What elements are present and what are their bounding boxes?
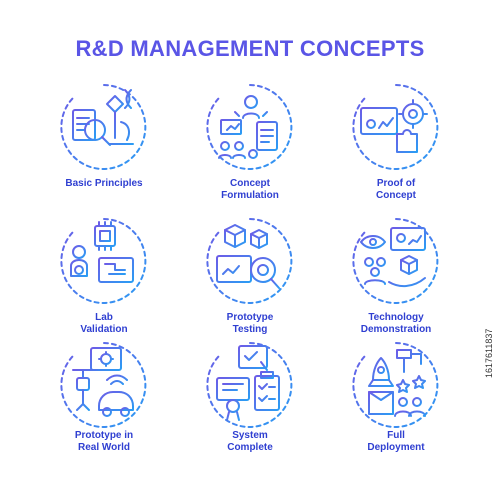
gear-puzzle-icon: [352, 84, 439, 170]
concept-label-line: Real World: [77, 442, 131, 453]
concept-label-line: Formulation: [221, 190, 279, 201]
concept-system-complete: System Complete: [180, 340, 320, 470]
concept-basic-principles: Basic Principles: [34, 82, 174, 212]
concept-label-line: Concept: [376, 190, 416, 201]
stock-id-watermark: 1617611837: [484, 328, 494, 378]
concept-label-line: Demonstration: [360, 324, 432, 335]
chip-robot-icon: [60, 218, 147, 304]
concept-technology-demonstration: Technology Demonstration: [326, 216, 466, 346]
concept-label-line: Deployment: [367, 442, 425, 453]
presentation-cube-icon: [352, 218, 439, 304]
concept-label-line: Proof of: [376, 178, 416, 189]
certificate-checklist-icon: [206, 342, 293, 428]
concept-full-deployment: Full Deployment: [326, 340, 466, 470]
concept-prototype-in-real-world: Prototype in Real World: [34, 340, 174, 470]
concept-prototype-testing: Prototype Testing: [180, 216, 320, 346]
cube-magnifier-icon: [206, 218, 293, 304]
concept-concept-formulation: Concept Formulation: [180, 82, 320, 212]
concept-lab-validation: Lab Validation: [34, 216, 174, 346]
concept-label-line: Full: [387, 430, 405, 441]
robot-car-icon: [60, 342, 147, 428]
concept-label-line: Concept: [230, 178, 270, 189]
concept-label-line: Validation: [80, 324, 128, 335]
concept-label-line: System: [232, 430, 268, 441]
page-title: R&D MANAGEMENT CONCEPTS: [75, 36, 425, 61]
rocket-box-icon: [352, 342, 439, 428]
team-idea-icon: [206, 84, 293, 170]
concept-label-line: Prototype: [226, 312, 274, 323]
concept-label-line: Testing: [232, 324, 268, 335]
concept-label-line: Lab: [95, 312, 113, 323]
concept-proof-of-concept: Proof of Concept: [326, 82, 466, 212]
concept-label-line: Basic Principles: [65, 178, 143, 189]
microscope-dna-icon: [60, 84, 147, 170]
concept-label-line: Prototype in: [74, 430, 134, 441]
concept-label-line: Technology: [368, 312, 424, 323]
concept-label-line: Complete: [227, 442, 273, 453]
